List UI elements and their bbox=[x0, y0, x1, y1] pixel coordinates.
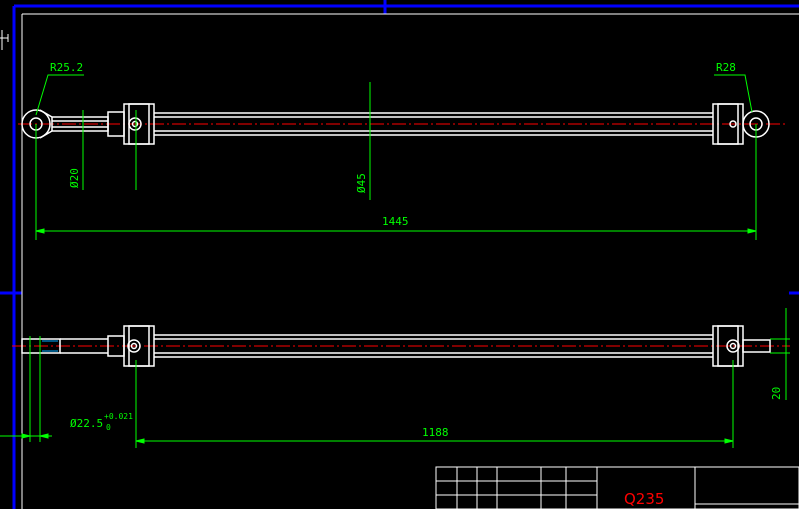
bottom-view-part bbox=[21, 325, 771, 367]
bottom-view-dimensions bbox=[0, 308, 790, 448]
radius-left-label: R25.2 bbox=[50, 61, 83, 74]
overall-length-label: 1445 bbox=[382, 215, 409, 228]
height-label: 20 bbox=[770, 387, 783, 400]
pin-tolerance-upper: +0.021 bbox=[104, 412, 133, 421]
material-label: Q235 bbox=[624, 490, 664, 508]
tube-diameter-label: Ø45 bbox=[355, 173, 368, 193]
top-view-dimensions bbox=[35, 74, 757, 240]
radius-right-label: R28 bbox=[716, 61, 736, 74]
span-length-label: 1188 bbox=[422, 426, 449, 439]
pin-tolerance-lower: 0 bbox=[106, 423, 111, 432]
top-view-part bbox=[21, 103, 770, 145]
frame-corner-mark bbox=[0, 30, 9, 50]
bottom-view-thread bbox=[42, 340, 58, 352]
rod-diameter-label: Ø20 bbox=[68, 168, 81, 188]
pin-diameter-label: Ø22.5 bbox=[70, 417, 103, 430]
title-block bbox=[435, 466, 799, 509]
frame-inner-border bbox=[21, 13, 799, 509]
